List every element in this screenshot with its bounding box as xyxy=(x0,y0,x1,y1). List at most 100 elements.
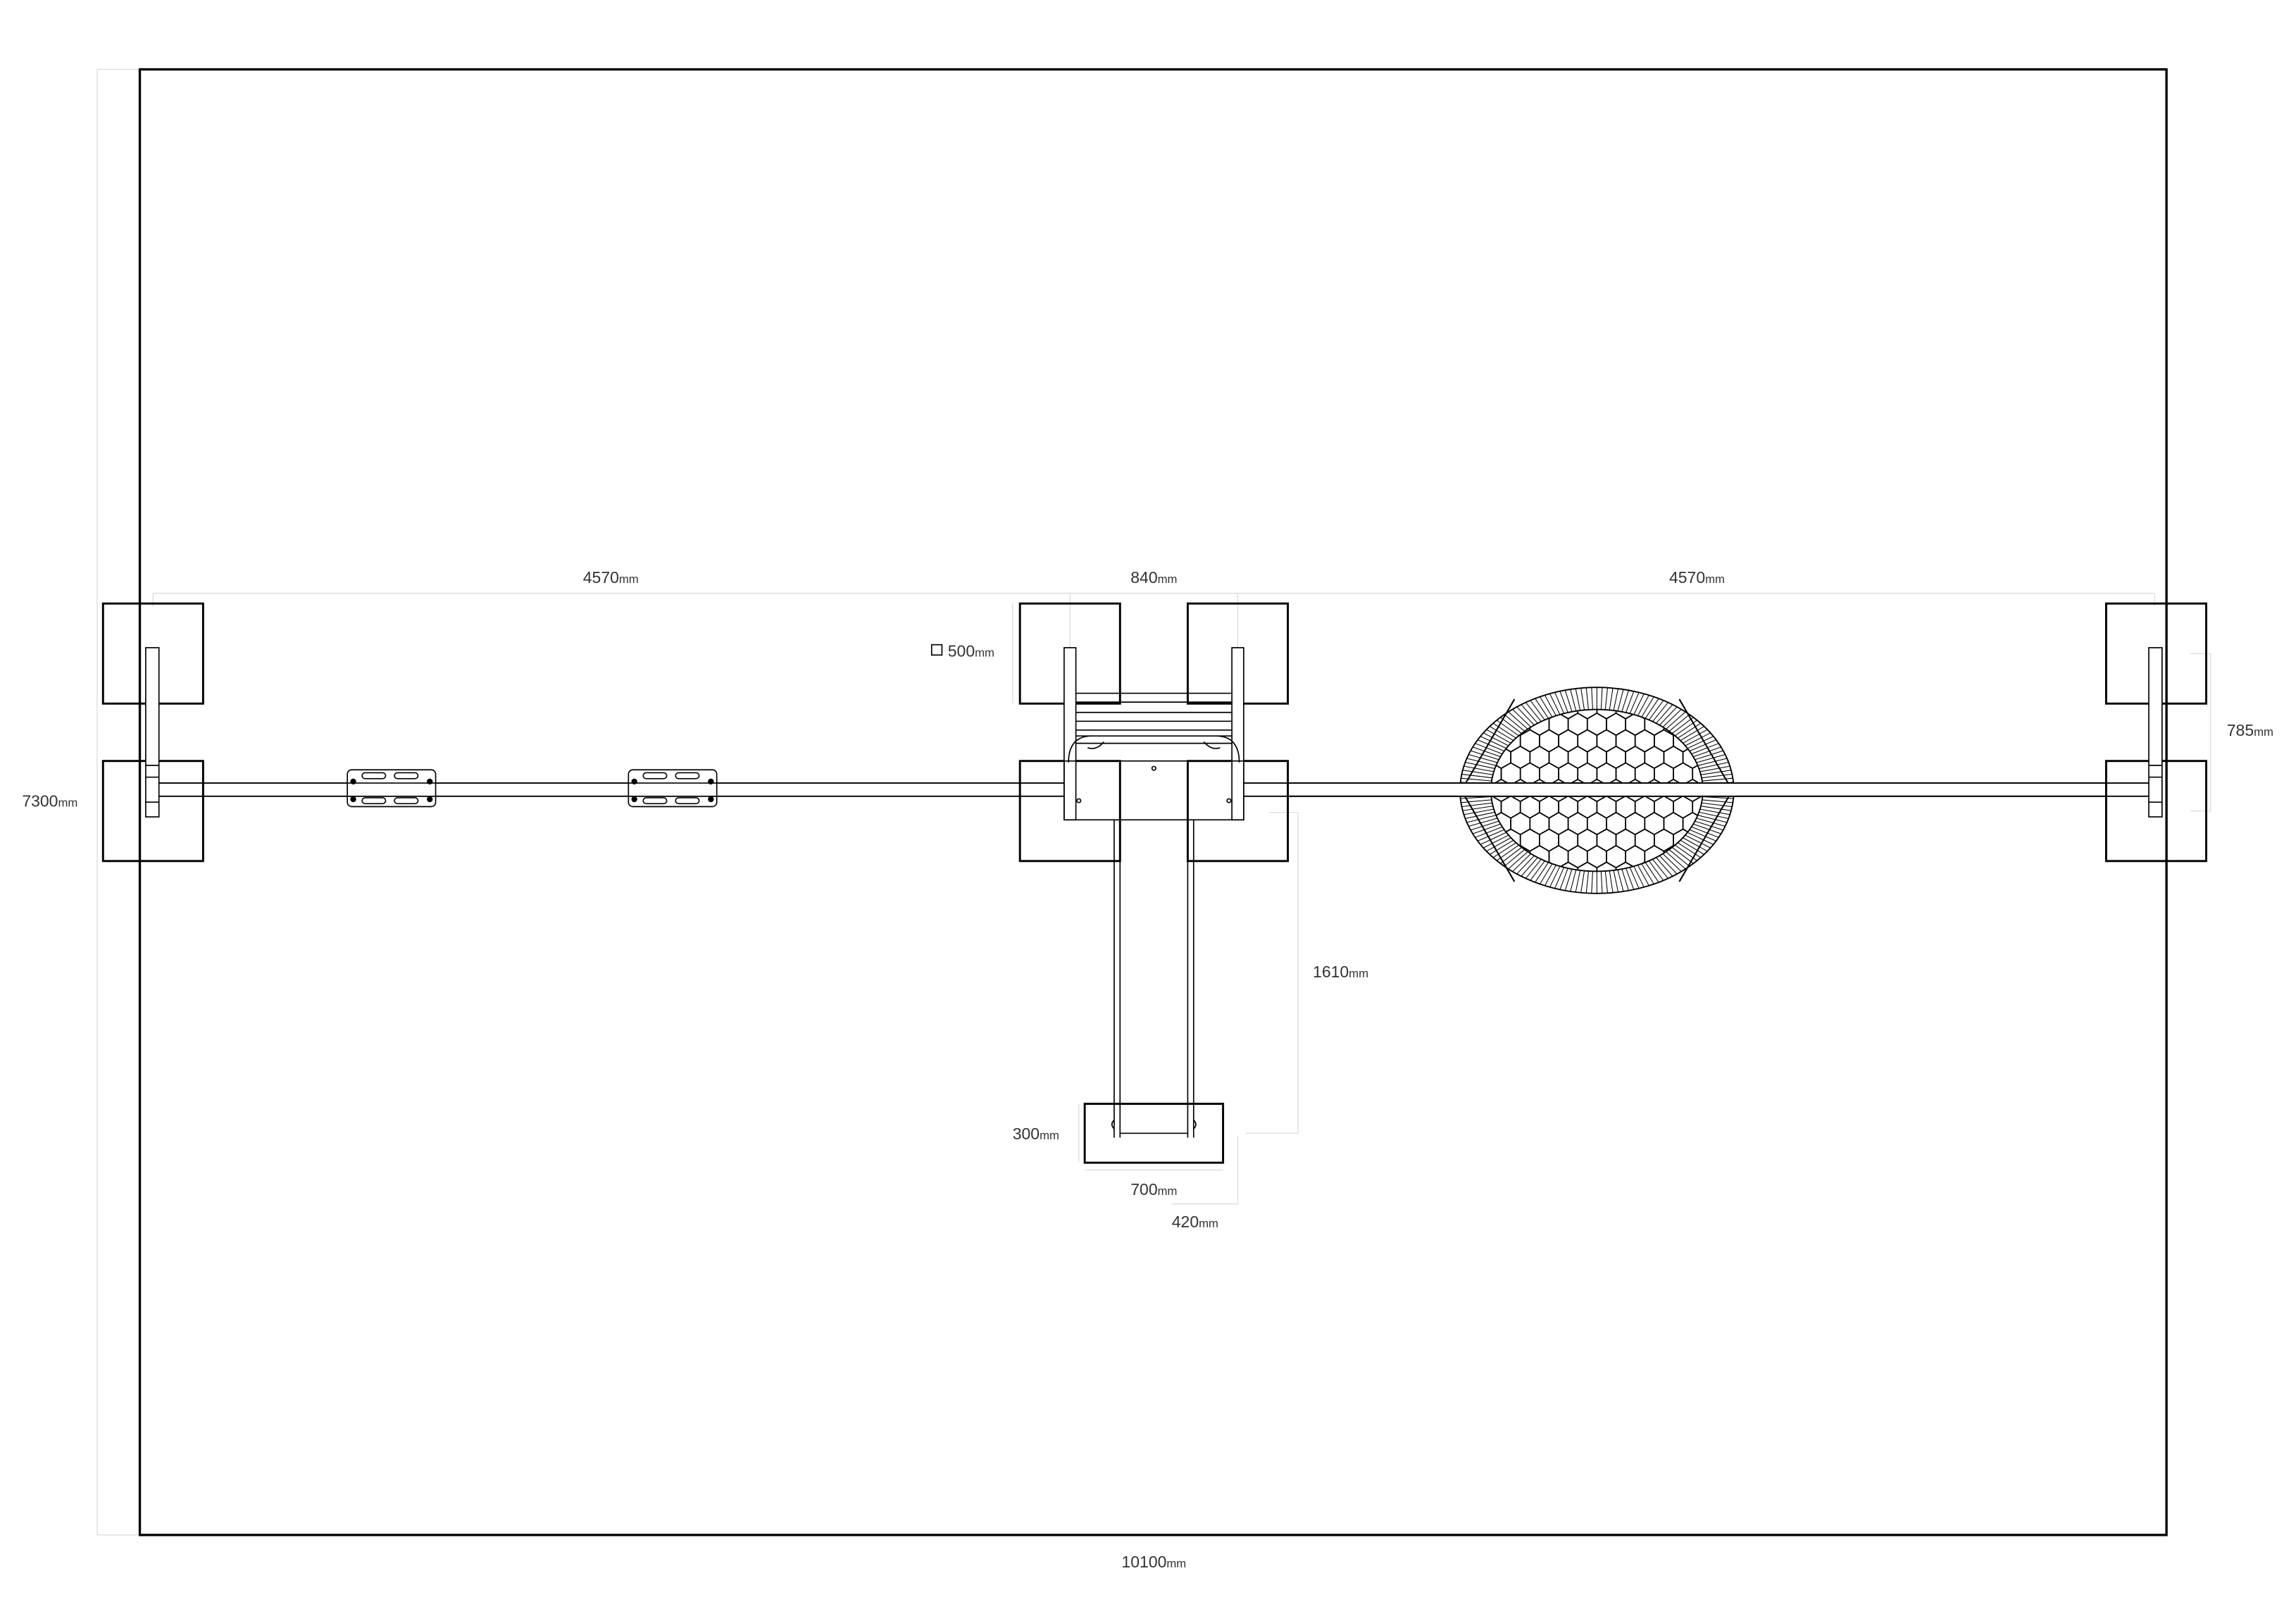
rope-strand xyxy=(1574,867,1581,894)
rope-strand xyxy=(1542,692,1558,719)
posts xyxy=(145,646,2163,821)
net-hexagon xyxy=(1500,828,1521,852)
rope-strand xyxy=(1502,847,1528,869)
rope-strand xyxy=(1483,727,1514,745)
rope-strand xyxy=(1480,731,1511,748)
rope-strand xyxy=(1580,687,1585,713)
rope-strand xyxy=(1650,856,1671,882)
rope-strand xyxy=(1461,765,1497,773)
dim-seat-offset: 420mm xyxy=(1172,1213,1218,1231)
rope-strand xyxy=(1542,862,1558,889)
net-hexagon xyxy=(1701,844,1703,869)
net-hexagon xyxy=(1529,844,1550,869)
net-hexagon xyxy=(1730,729,1749,751)
rope-strand xyxy=(1677,838,1707,857)
net-hexagon xyxy=(1721,746,1740,768)
rope-strand xyxy=(1657,853,1680,877)
rope-strand xyxy=(1600,868,1603,894)
rope-strand xyxy=(1666,712,1692,734)
rope-strand xyxy=(1609,868,1614,894)
rope-strand xyxy=(1502,712,1528,734)
net-hexagon xyxy=(1711,696,1730,718)
rope-strand xyxy=(1569,867,1578,894)
rope-strand xyxy=(1672,718,1700,738)
dimension-labels: 4570mm 840mm 4570mm 500mm 7300mm 785mm 1… xyxy=(22,568,2273,1571)
rope-strand xyxy=(1660,851,1684,875)
rope-strand xyxy=(1647,697,1666,723)
rope-strand xyxy=(1528,697,1547,723)
rope-strand xyxy=(1477,830,1509,846)
rope-strand xyxy=(1643,859,1661,885)
rope-strand xyxy=(1514,704,1537,728)
rope-strand xyxy=(1666,847,1692,869)
rope-strand xyxy=(1677,724,1707,743)
rope-strand xyxy=(1506,849,1530,872)
rope-strand xyxy=(1686,738,1719,753)
dim-right-span: 4570mm xyxy=(1669,568,1725,587)
rope-strand xyxy=(1585,687,1590,713)
rope-strand xyxy=(1553,864,1566,891)
rope-strand xyxy=(1684,830,1716,846)
net-hexagon xyxy=(1730,829,1749,851)
rope-strand xyxy=(1699,799,1734,803)
rope-strand xyxy=(1467,820,1502,832)
rope-strand xyxy=(1690,746,1724,758)
rope-strand xyxy=(1591,868,1594,894)
dim-center-span: 840mm xyxy=(1130,568,1177,587)
net-hexagon xyxy=(1721,846,1740,868)
rope-strand xyxy=(1609,687,1614,713)
rope-strand xyxy=(1696,811,1732,820)
rope-strand xyxy=(1632,691,1646,718)
rope-strand xyxy=(1548,691,1562,718)
dim-swing-reach: 1610mm xyxy=(1313,963,1368,981)
rope-strand xyxy=(1497,845,1525,866)
rope-strand xyxy=(1465,817,1501,828)
rope-strand xyxy=(1624,865,1635,893)
rope-strand xyxy=(1675,840,1704,860)
rope-strand xyxy=(1523,856,1544,882)
rope-strand xyxy=(1465,753,1501,764)
rope-strand xyxy=(1697,769,1734,776)
rope-strand xyxy=(1464,757,1499,767)
rope-strand xyxy=(1698,773,1734,779)
rope-strand xyxy=(1506,709,1530,732)
rope-strand xyxy=(1474,828,1507,843)
rope-strand xyxy=(1518,702,1540,726)
rope-strand xyxy=(1632,863,1646,890)
rope-strand xyxy=(1460,802,1495,808)
rope-strand xyxy=(1669,715,1697,736)
rope-strand xyxy=(1697,805,1734,812)
rope-strand xyxy=(1487,724,1516,743)
rope-strand xyxy=(1664,849,1688,872)
rope-strand xyxy=(1654,855,1676,879)
rope-strand xyxy=(1518,855,1540,879)
rope-strand xyxy=(1664,709,1688,732)
rope-strand xyxy=(1672,843,1700,863)
net-hexagon xyxy=(1454,713,1473,735)
dim-overall-depth: 7300mm xyxy=(22,791,77,810)
net-hexagon xyxy=(1721,813,1740,834)
dim-seat-depth: 300mm xyxy=(1013,1125,1059,1143)
rope-strand xyxy=(1462,761,1498,770)
rope-strand xyxy=(1533,859,1551,885)
net-hexagon xyxy=(1490,861,1502,872)
net-hexagon xyxy=(1490,712,1492,737)
rope-strand xyxy=(1657,704,1680,728)
center-bench-swing xyxy=(1063,692,1244,821)
net-hexagon xyxy=(1490,844,1492,869)
rope-strand xyxy=(1604,868,1609,894)
rope-strand xyxy=(1695,757,1730,767)
rope-strand xyxy=(1643,696,1661,722)
rope-strand xyxy=(1510,851,1534,875)
net-hexagon xyxy=(1730,696,1749,718)
rope-strand xyxy=(1558,865,1570,893)
rope-strand xyxy=(1688,825,1722,839)
rope-strand xyxy=(1635,692,1651,719)
rope-strand xyxy=(1537,860,1554,887)
rope-strand xyxy=(1628,689,1641,717)
rope-strand xyxy=(1600,687,1603,713)
rope-strand xyxy=(1612,867,1619,894)
rope-strand xyxy=(1660,706,1684,729)
rope-strand xyxy=(1469,822,1504,835)
